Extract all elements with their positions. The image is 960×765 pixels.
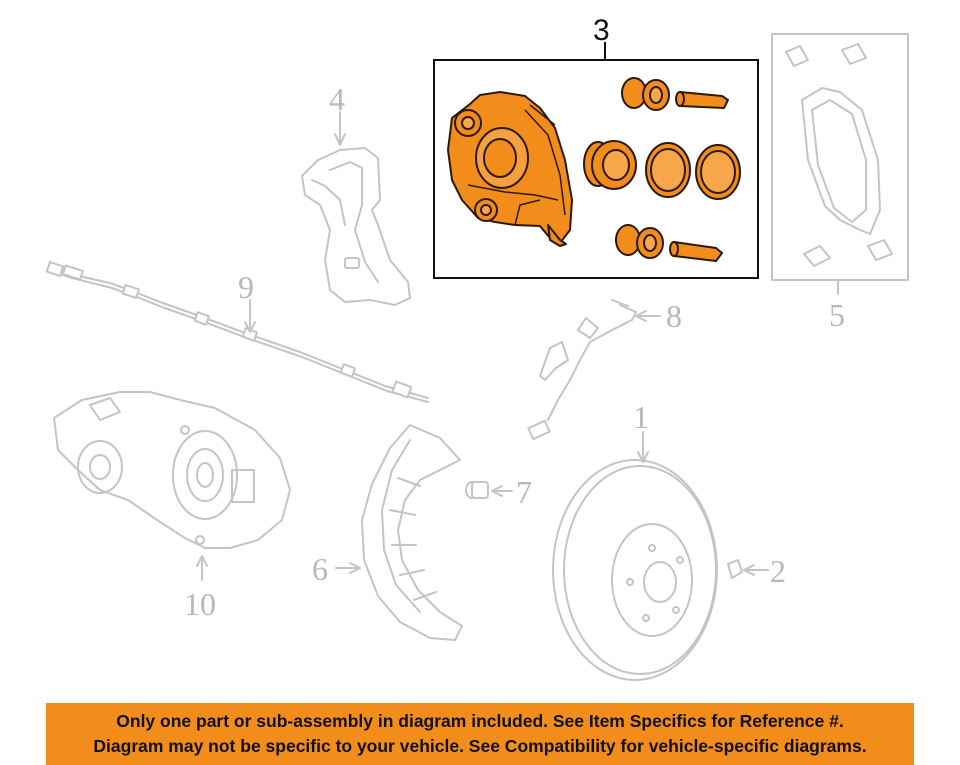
callout-3: 3 xyxy=(593,14,610,47)
piston-and-seals xyxy=(583,140,741,200)
callout-10: 10 xyxy=(184,586,216,622)
part-7-bolt xyxy=(465,481,513,499)
part-5-pads xyxy=(771,33,909,295)
part-2-nut xyxy=(727,559,769,579)
part-3-caliper-kit xyxy=(433,42,759,279)
part-9-wire xyxy=(45,261,429,403)
notice-line-1: Only one part or sub-assembly in diagram… xyxy=(116,711,844,731)
part-6-shield xyxy=(335,424,463,641)
caliper-body xyxy=(447,91,573,247)
guide-pin-boot-top xyxy=(621,77,729,111)
callout-4: 4 xyxy=(329,81,345,117)
callout-8: 8 xyxy=(666,298,682,334)
part-8-sensor xyxy=(527,299,661,441)
part-1-rotor xyxy=(552,431,718,681)
part-4-bracket xyxy=(301,111,411,306)
callout-5: 5 xyxy=(829,297,845,333)
callout-1: 1 xyxy=(633,399,649,435)
part-10-actuator xyxy=(53,391,291,581)
callout-6: 6 xyxy=(312,551,328,587)
callout-7: 7 xyxy=(516,474,532,510)
callout-9: 9 xyxy=(238,269,254,305)
notice-line-2: Diagram may not be specific to your vehi… xyxy=(93,736,867,756)
disclaimer-notice: Only one part or sub-assembly in diagram… xyxy=(46,703,914,765)
notice-background xyxy=(46,703,914,765)
guide-pin-boot-bottom xyxy=(615,224,723,262)
callout-2: 2 xyxy=(770,553,786,589)
